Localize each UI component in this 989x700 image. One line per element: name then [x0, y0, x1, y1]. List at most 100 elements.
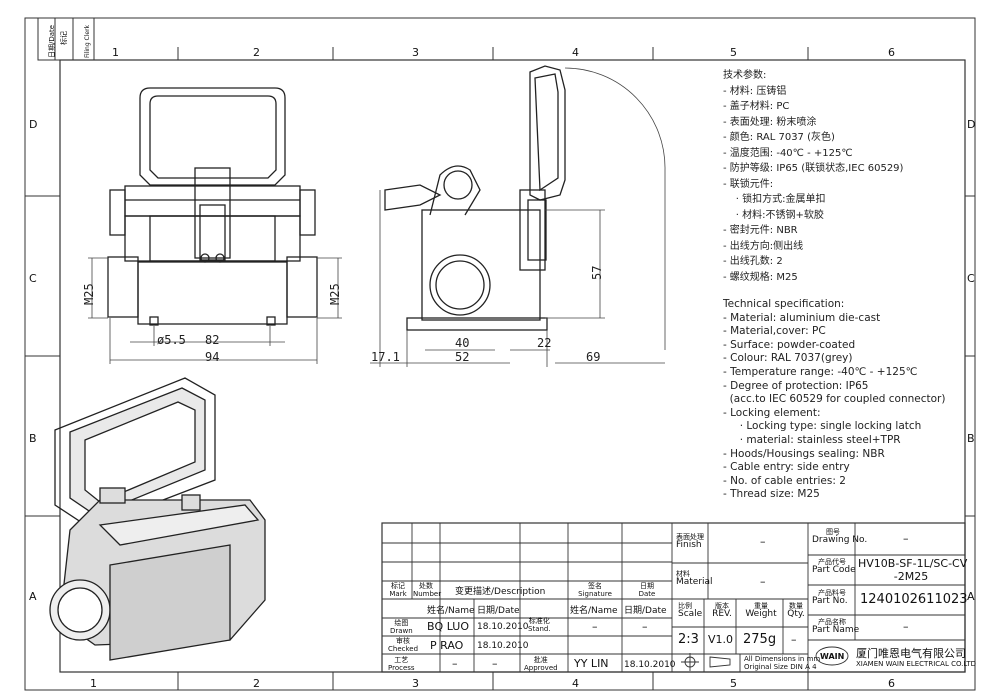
tb-dim-note: All Dimensions in mm Original Size DIN A…: [744, 655, 820, 671]
tb-checked-date: 18.10.2010: [477, 641, 529, 651]
tb-mark-cn: 标记: [391, 582, 405, 590]
tb-scale-label: 比例 Scale: [678, 602, 703, 619]
tb-process-cn: 工艺: [394, 656, 409, 664]
tb-approved-en: Approved: [524, 664, 558, 672]
front-view: [107, 87, 318, 326]
tb-name-hdr2: 姓名/Name: [570, 606, 618, 616]
dim-m25-right: M25: [328, 283, 342, 305]
row-label-c: C: [967, 272, 975, 285]
tb-part-name-value: –: [903, 620, 909, 633]
tb-weight-en: Weight: [745, 609, 777, 619]
company-logo: WAIN: [820, 652, 845, 661]
spec-cn-line: - 颜色: RAL 7037 (灰色): [723, 132, 835, 143]
spec-en-line: - Hoods/Housings sealing: NBR: [723, 447, 885, 460]
dim-40: 40: [455, 336, 470, 350]
tb-finish-value: –: [760, 535, 766, 548]
tb-part-code-label: 产品代号 Part Code: [812, 558, 856, 575]
spec-en-title: Technical specification:: [723, 298, 845, 310]
tb-approved-cn: 批准: [533, 656, 548, 664]
tb-checked-en: Checked: [388, 645, 419, 653]
tb-approved-label: 批准 Approved: [524, 656, 558, 672]
row-label-a-left: A: [29, 590, 37, 603]
spec-en-line: - Material: aluminium die-cast: [723, 311, 881, 324]
tb-material-label: 材料 Material: [676, 570, 713, 587]
spec-cn-line: · 材料:不锈钢+软胶: [723, 209, 824, 221]
tb-rev-value: V1.0: [708, 633, 734, 646]
tb-date-hdr3: 日期/Date: [624, 606, 667, 616]
tb-finish-label: 表面处理 Finish: [676, 533, 704, 550]
tb-part-code-en: Part Code: [812, 565, 856, 575]
tb-stand-en: Stand.: [528, 625, 551, 633]
tb-qty-cn: 数量: [789, 602, 803, 610]
company-name-cn: 厦门唯恩电气有限公司: [856, 647, 966, 660]
col-label-6-bottom: 6: [888, 677, 895, 690]
spec-cn-line: - 温度范围: -40℃ - +125℃: [723, 147, 853, 159]
tb-weight-label: 重量 Weight: [742, 602, 780, 619]
tb-part-name-label: 产品名称 Part Name: [812, 618, 859, 635]
company-name-en: XIAMEN WAIN ELECTRICAL CO.LTD: [856, 660, 977, 668]
tb-dim-note-1: All Dimensions in mm: [744, 655, 821, 663]
dim-57: 57: [590, 265, 604, 280]
col-label-3: 3: [412, 46, 419, 59]
dim-m25-left: M25: [82, 283, 96, 305]
tb-mark-hdr: 标记 Mark: [386, 582, 410, 598]
spec-en-line: - No. of cable entries: 2: [723, 474, 846, 487]
tb-qty-label: 数量 Qty.: [786, 602, 806, 619]
tb-part-code-1: HV10B-SF-1L/SC-CV: [858, 557, 968, 570]
tb-date-en: Date: [638, 590, 656, 598]
dim-69: 69: [586, 350, 601, 364]
tb-scale-value: 2:3: [678, 632, 699, 647]
spec-en-line: - Cable entry: side entry: [723, 461, 850, 474]
col-label-6: 6: [888, 46, 895, 59]
outer-border: [24, 17, 976, 691]
tb-material-en: Material: [676, 577, 713, 587]
dim-17: 17.1: [371, 350, 400, 364]
row-label-a: A: [967, 590, 975, 603]
dim-22: 22: [537, 336, 552, 350]
tb-part-code-cn: 产品代号: [818, 558, 846, 566]
tb-drawing-no-label: 图号 Drawing No.: [812, 528, 867, 545]
spec-cn-line: - 密封元件: NBR: [723, 225, 798, 236]
spec-cn: 技术参数: - 材料: 压铸铝 - 盖子材料: PC - 表面处理: 粉末喷涂 …: [723, 68, 903, 285]
tb-rev-cn: 版本: [715, 602, 729, 610]
spec-en-line: - Thread size: M25: [723, 488, 820, 501]
tb-process-date: –: [492, 657, 498, 670]
spec-en-line: - Colour: RAL 7037(grey): [723, 352, 853, 365]
corner-legend: [37, 17, 95, 61]
tb-stand-hdr: 标准化 Stand.: [528, 617, 551, 633]
corner-date: 日期/Date: [48, 24, 56, 58]
tb-drawn-label: 绘图 Drawn: [390, 619, 413, 635]
side-dims: [370, 67, 666, 367]
tb-date-hdr: 日期 Date: [624, 582, 670, 598]
tb-approved-name: YY LIN: [574, 657, 609, 670]
tb-drawn-date: 18.10.2010: [477, 622, 529, 632]
col-label-2: 2: [253, 46, 260, 59]
corner-check-cn: 标记: [60, 31, 68, 45]
tb-number-en: Number: [413, 590, 442, 598]
tb-signature-en: Signature: [578, 590, 612, 598]
spec-en-line: - Degree of protection: IP65: [723, 379, 869, 392]
tb-stand-name: –: [592, 620, 598, 633]
spec-en-line: · material: stainless steel+TPR: [723, 433, 901, 446]
spec-cn-line: - 出线孔数: 2: [723, 256, 783, 267]
col-label-3-bottom: 3: [412, 677, 419, 690]
spec-cn-line: - 出线方向:侧出线: [723, 240, 804, 252]
tb-signature-cn: 签名: [588, 582, 602, 590]
tb-signature-hdr: 签名 Signature: [570, 582, 620, 598]
tb-stand-date: –: [642, 620, 648, 633]
tb-date-hdr2: 日期/Date: [477, 606, 520, 616]
tb-weight-cn: 重量: [754, 602, 768, 610]
spec-en-line: · Locking type: single locking latch: [723, 420, 922, 433]
tb-part-no-label: 产品料号 Part No.: [812, 589, 848, 606]
tb-checked-cn: 审核: [396, 637, 411, 645]
tb-part-no-value: 1240102611023: [860, 592, 968, 607]
tb-rev-en: REV.: [712, 609, 732, 619]
tb-name-hdr: 姓名/Name: [427, 606, 475, 616]
spec-en-line: - Surface: powder-coated: [723, 338, 856, 351]
title-block: [381, 522, 966, 673]
tb-finish-cn: 表面处理: [676, 533, 704, 541]
dim-hole: ø5.5: [157, 333, 186, 347]
tb-scale-en: Scale: [678, 609, 703, 619]
tb-drawn-en: Drawn: [390, 627, 413, 635]
spec-en-line: - Locking element:: [723, 406, 821, 419]
